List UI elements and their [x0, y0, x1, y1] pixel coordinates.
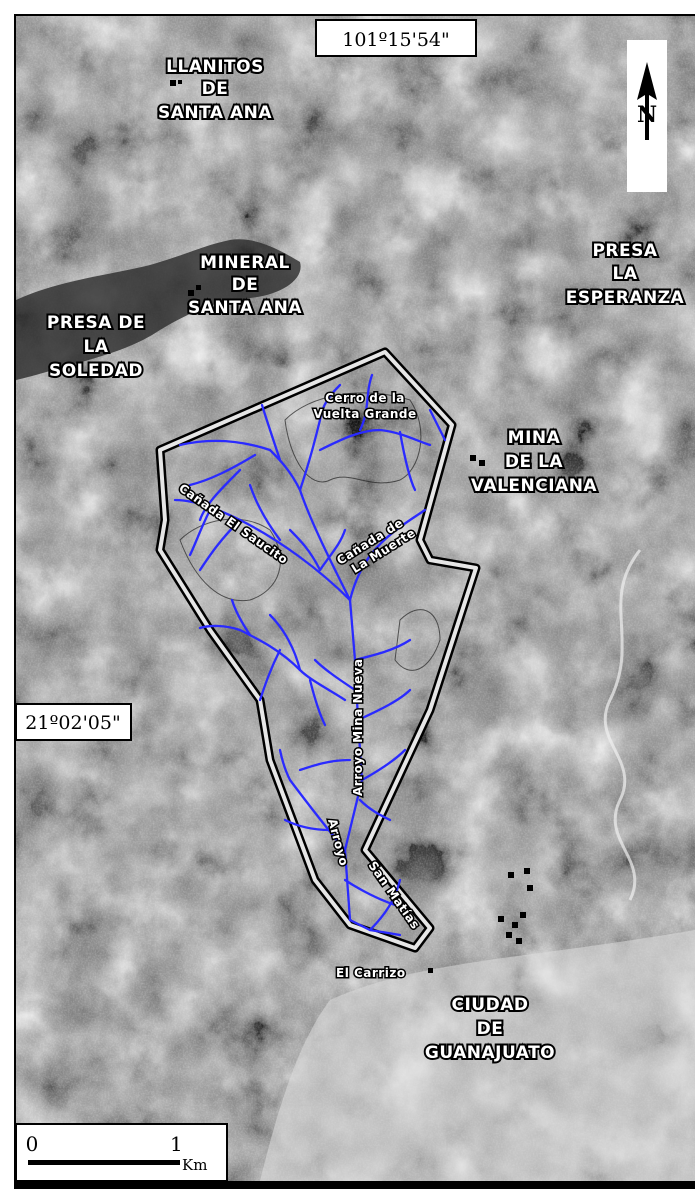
svg-text:DE LA: DE LA [505, 452, 563, 472]
scale-end: 1 [170, 1132, 183, 1156]
svg-text:DE: DE [232, 275, 259, 295]
longitude-text: 101º15'54" [342, 29, 450, 51]
longitude-label: 101º15'54" [315, 19, 477, 57]
svg-text:DE: DE [202, 79, 229, 99]
latitude-text: 21º02'05" [25, 712, 120, 734]
svg-text:ESPERANZA: ESPERANZA [566, 288, 685, 308]
scale-start: 0 [26, 1132, 39, 1156]
svg-text:PRESA DE: PRESA DE [47, 313, 145, 333]
svg-text:MINERAL: MINERAL [200, 253, 290, 273]
svg-text:Cerro de la: Cerro de la [325, 391, 405, 405]
svg-text:SANTA ANA: SANTA ANA [158, 103, 272, 123]
svg-text:SANTA ANA: SANTA ANA [188, 298, 302, 318]
north-arrow: N [627, 40, 667, 192]
aerial-photo [16, 16, 695, 1181]
scale-bar: 0 1 Km [15, 1123, 228, 1182]
latitude-label: 21º02'05" [15, 703, 132, 741]
city-area [260, 930, 695, 1181]
svg-text:DE: DE [477, 1019, 504, 1039]
place-label-mineral: MINERAL DE SANTA ANA [186, 251, 304, 320]
place-label-presa-esperanza: PRESA LA ESPERANZA [564, 239, 686, 310]
svg-text:CIUDAD: CIUDAD [452, 995, 529, 1015]
svg-text:GUANAJUATO: GUANAJUATO [425, 1043, 555, 1063]
drainage-network [173, 373, 447, 937]
svg-text:El Carrizo: El Carrizo [336, 966, 406, 980]
svg-text:PRESA: PRESA [592, 241, 657, 261]
svg-text:LA: LA [84, 337, 109, 357]
place-label-mina: MINA DE LA VALENCIANA [469, 426, 599, 498]
presa-soledad-water [16, 239, 301, 380]
north-letter: N [637, 102, 657, 128]
place-label-llanitos: LLANITOS DE SANTA ANA [156, 55, 274, 125]
svg-text:SOLEDAD: SOLEDAD [49, 361, 143, 381]
place-label-ciudad: CIUDAD DE GUANAJUATO [423, 868, 557, 1065]
svg-text:MINA: MINA [508, 428, 561, 448]
watershed-boundary [155, 347, 481, 953]
svg-text:LLANITOS: LLANITOS [166, 57, 264, 77]
feature-label-arroyo-mina: Arroyo Mina Nueva [351, 658, 365, 796]
scale-unit: Km [182, 1156, 207, 1174]
contour-lines [179, 392, 441, 671]
svg-text:LA: LA [613, 264, 638, 284]
place-label-presa-soledad: PRESA DE LA SOLEDAD [45, 311, 147, 383]
place-label-carrizo: El Carrizo [335, 965, 433, 982]
svg-text:Vuelta Grande: Vuelta Grande [313, 407, 416, 421]
feature-label-cerro: Cerro de la Vuelta Grande [312, 390, 418, 423]
svg-text:VALENCIANA: VALENCIANA [471, 476, 598, 496]
